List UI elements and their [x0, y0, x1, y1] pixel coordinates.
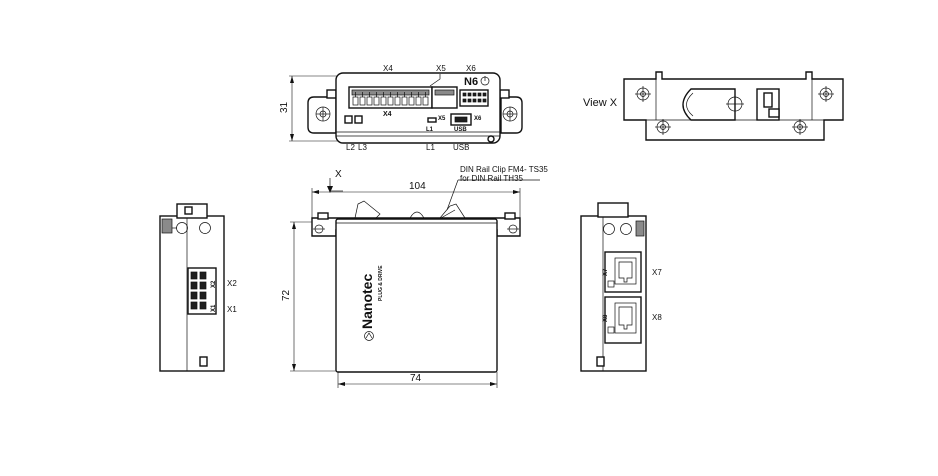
din-rail-callout-line1: DIN Rail Clip FM4- TS35 — [460, 165, 548, 174]
top-view-height-dim: 31 — [279, 101, 290, 113]
x6-pin — [472, 98, 477, 103]
terminal-slot — [199, 291, 207, 300]
x6-pin — [477, 92, 482, 97]
port-label-x7: X7 — [603, 268, 609, 276]
inner-label-usb: USB — [454, 127, 467, 133]
inner-label-x5: X5 — [438, 116, 446, 122]
x2-x1-connector: X2 X1 — [187, 267, 217, 315]
top-label-x6: X6 — [466, 64, 476, 73]
x6-pin — [477, 98, 482, 103]
led-l2 — [344, 115, 353, 124]
front-height-dim: 72 — [281, 289, 292, 301]
terminal-slot — [190, 291, 198, 300]
x6-pin — [467, 98, 472, 103]
label-l2: L2 — [346, 143, 355, 152]
top-view-logo: N6 — [464, 76, 478, 88]
front-bottom-width-dim: 74 — [410, 373, 422, 384]
front-view: X 104 72 74 — [281, 165, 548, 388]
brand-tagline: PLUG & DRIVE — [378, 265, 384, 301]
x4-terminal-block — [348, 86, 433, 109]
port-label-x8: X8 — [603, 314, 609, 322]
conn-label-x2: X2 — [211, 280, 217, 288]
din-rail-callout-line2: for DIN Rail TH35 — [460, 174, 524, 183]
right-side-view: X7 X8 X7 X8 — [580, 202, 662, 372]
right-label-x8: X8 — [652, 313, 662, 322]
view-x-label: View X — [583, 97, 618, 109]
top-label-x5: X5 — [436, 64, 446, 73]
led-l1 — [427, 117, 437, 123]
view-x: View X — [583, 71, 844, 141]
front-width-dim: 104 — [409, 181, 426, 192]
x6-pin — [482, 98, 487, 103]
conn-label-x1: X1 — [211, 304, 217, 312]
inner-label-x6: X6 — [474, 116, 482, 122]
x6-connector — [459, 89, 489, 107]
top-view: 31 — [279, 64, 523, 152]
terminal-slot — [199, 301, 207, 310]
brand-name: Nanotec — [359, 274, 375, 329]
left-side-view: X2 X1 X2 X1 — [159, 203, 237, 372]
terminal-slot — [190, 281, 198, 290]
terminal-slot — [190, 271, 198, 280]
x6-pin — [482, 92, 487, 97]
led-l3 — [354, 115, 363, 124]
right-label-x7: X7 — [652, 268, 662, 277]
nanotec-logo: Nanotec PLUG & DRIVE — [359, 265, 384, 341]
label-l1: L1 — [426, 143, 435, 152]
x6-pin — [472, 92, 477, 97]
terminal-slot — [199, 271, 207, 280]
rj45-port-x7: X7 — [603, 251, 642, 293]
label-l3: L3 — [358, 143, 367, 152]
x6-pin — [462, 98, 467, 103]
view-x-marker: X — [335, 169, 342, 180]
terminal-slot — [199, 281, 207, 290]
inner-label-l1: L1 — [426, 127, 434, 133]
top-label-x4: X4 — [383, 64, 393, 73]
rj45-port-x8: X8 — [603, 296, 642, 344]
x6-pin — [462, 92, 467, 97]
left-label-x2: X2 — [227, 279, 237, 288]
terminal-slot — [190, 301, 198, 310]
inner-label-x4: X4 — [383, 111, 392, 118]
x6-pin — [467, 92, 472, 97]
left-label-x1: X1 — [227, 305, 237, 314]
label-usb: USB — [453, 143, 469, 152]
